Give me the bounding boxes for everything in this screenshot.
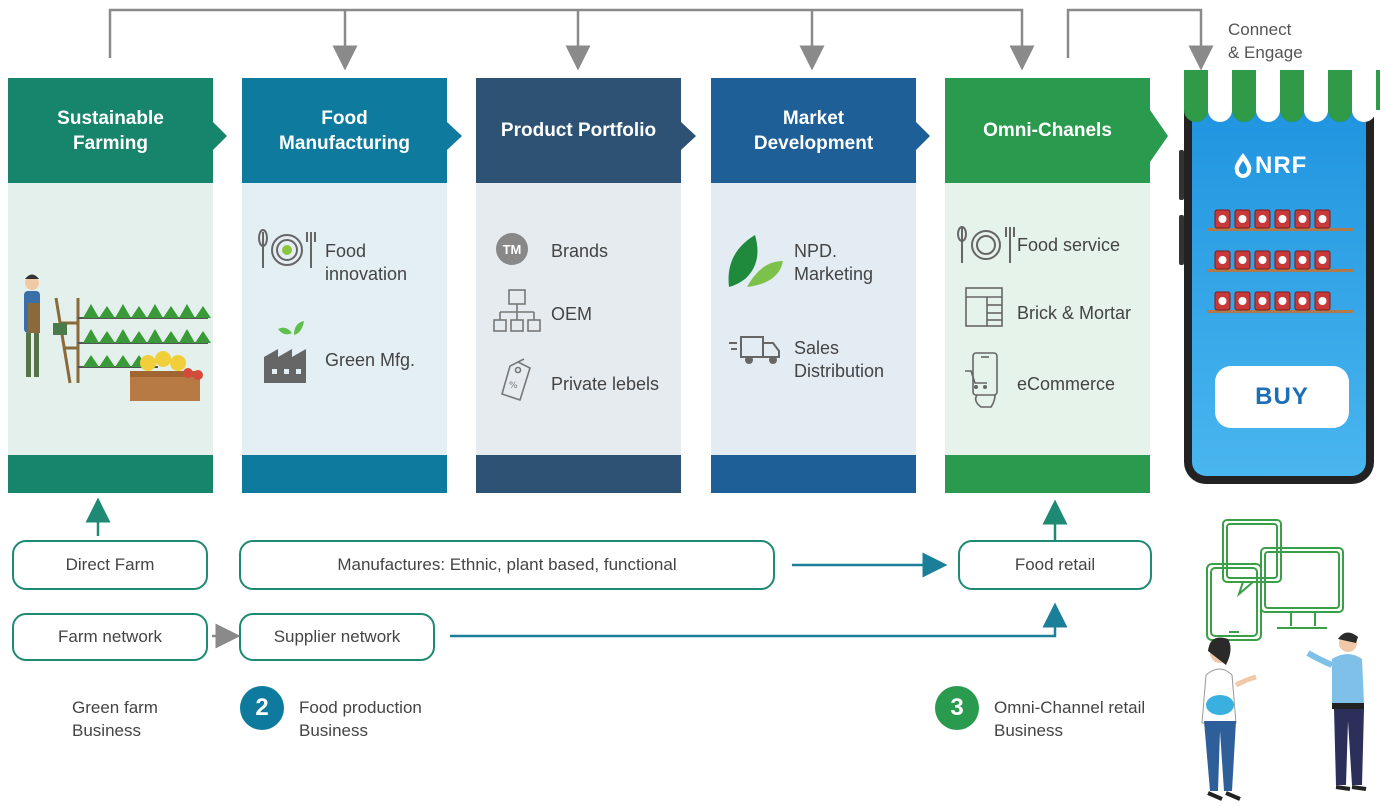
food-service-icon (957, 226, 1015, 263)
column-body: Food innovation Green Mfg. (242, 183, 447, 455)
column-omni-chanels: Omni-Chanels Food service Brick & Mortar… (945, 78, 1150, 493)
price-tag-icon: % (501, 358, 531, 402)
green-farm-business-label: Green farm Business (72, 698, 158, 740)
connect-engage-note: Connect & Engage (1228, 18, 1303, 64)
column-title: Market Development (711, 78, 916, 183)
column-title: Omni-Chanels (945, 78, 1150, 183)
engage-line: & Engage (1228, 43, 1303, 62)
brick-mortar-label: Brick & Mortar (1017, 303, 1132, 323)
awning (1184, 70, 1380, 122)
column-footer (476, 455, 681, 493)
column-food-manufacturing: Food Manufacturing Food innovation Green… (242, 78, 447, 493)
oem-hierarchy-icon (493, 289, 541, 332)
oem-label: OEM (551, 304, 593, 324)
leaf-icon (728, 235, 783, 287)
shoppers-illustration (1201, 632, 1367, 801)
column-body: NPD. Marketing Sales Distribution (711, 183, 916, 455)
column-title: Product Portfolio (476, 78, 681, 183)
sales-distribution-label: Sales Distribution (794, 338, 885, 381)
shop-phone: NRF BUY (1179, 70, 1385, 490)
farmer-illustration (24, 274, 211, 401)
column-footer (8, 455, 213, 493)
column-title: Food Manufacturing (242, 78, 447, 183)
trademark-icon: TM (496, 233, 528, 265)
phone-side-button (1179, 150, 1184, 200)
ecommerce-phone-icon (965, 352, 998, 408)
column-sustainable-farming: Sustainable Farming (8, 78, 213, 493)
phone-side-button (1179, 215, 1184, 265)
omni-channel-number-badge: 3 (935, 686, 979, 730)
ecommerce-label: eCommerce (1017, 374, 1116, 394)
supplier-network-pill: Supplier network (239, 613, 435, 661)
food-innovation-icon (258, 229, 316, 268)
column-market-development: Market Development NPD. Marketing Sales … (711, 78, 916, 493)
column-body: TM Brands OEM % Private lebels (476, 183, 681, 455)
green-mfg-label: Green Mfg. (325, 350, 416, 370)
column-body (8, 183, 213, 455)
food-production-number-badge: 2 (240, 686, 284, 730)
column-footer (711, 455, 916, 493)
column-footer (945, 455, 1150, 493)
connect-line: Connect (1228, 20, 1292, 39)
store-icon (965, 287, 1003, 327)
brands-label: Brands (551, 241, 609, 261)
farm-network-pill: Farm network (12, 613, 208, 661)
nrf-drop-icon (1234, 153, 1252, 178)
column-product-portfolio: Product Portfolio TM Brands OEM % Privat… (476, 78, 681, 493)
food-retail-pill: Food retail (958, 540, 1152, 590)
private-labels-label: Private lebels (551, 374, 660, 394)
buy-button[interactable]: BUY (1215, 366, 1349, 428)
nrf-logo: NRF (1255, 152, 1308, 179)
npd-marketing-label: NPD. Marketing (794, 241, 874, 284)
devices-outline-icon (1206, 519, 1344, 641)
food-production-business-label: Food production Business (299, 698, 422, 740)
manufactures-pill: Manufactures: Ethnic, plant based, funct… (239, 540, 775, 590)
omni-channel-business-label: Omni-Channel retail Business (994, 698, 1146, 740)
delivery-truck-icon (729, 336, 780, 364)
product-shelves (1206, 209, 1354, 314)
food-innovation-label: Food innovation (325, 241, 408, 284)
column-body: Food service Brick & Mortar eCommerce (945, 183, 1150, 455)
direct-farm-pill: Direct Farm (12, 540, 208, 590)
column-footer (242, 455, 447, 493)
green-factory-icon (264, 321, 306, 383)
svg-text:%: % (509, 381, 518, 391)
food-service-label: Food service (1017, 235, 1121, 255)
column-title: Sustainable Farming (8, 78, 213, 183)
